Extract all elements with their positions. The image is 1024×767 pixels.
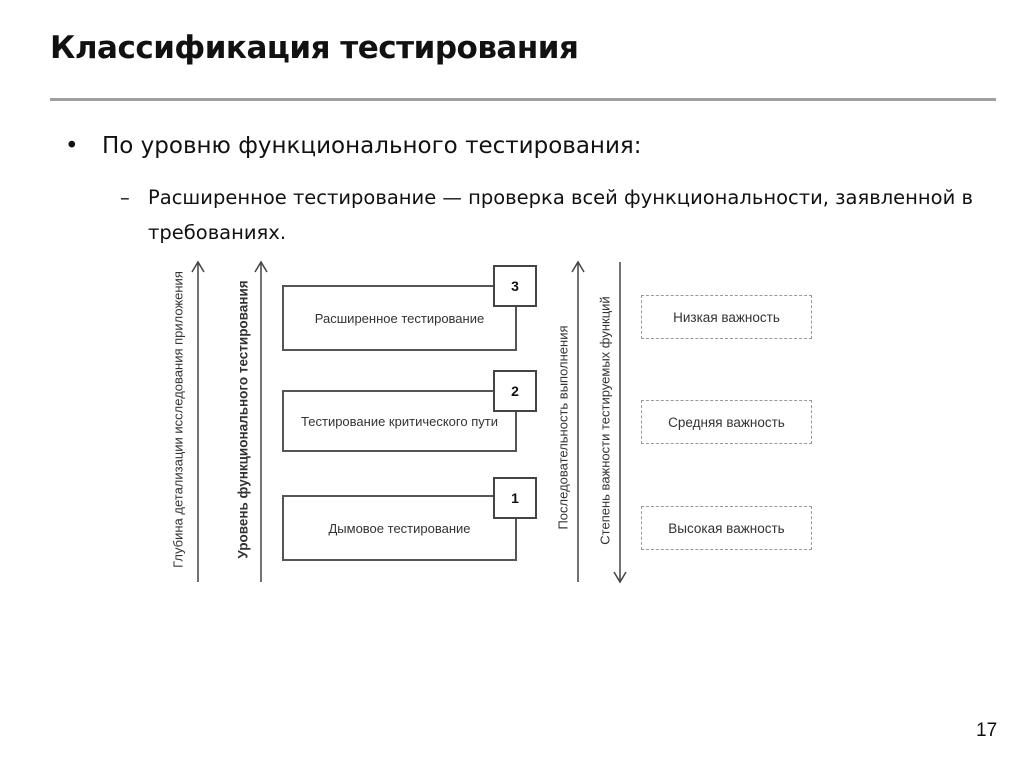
importance-high: Высокая важность bbox=[641, 506, 812, 550]
level-label: Расширенное тестирование bbox=[314, 310, 485, 326]
page-number: 17 bbox=[976, 720, 998, 741]
level-box-smoke: Дымовое тестирование bbox=[282, 495, 517, 561]
dash-icon: – bbox=[120, 186, 130, 209]
bullet-icon: • bbox=[65, 133, 79, 159]
level-number: 2 bbox=[493, 370, 537, 412]
level-box-critical-path: Тестирование критического пути bbox=[282, 390, 517, 452]
importance-axis-label: Степень важности тестируемых функций bbox=[597, 296, 613, 545]
level-axis-label: Уровень функционального тестирования bbox=[235, 280, 251, 559]
level-label: Дымовое тестирование bbox=[328, 520, 471, 536]
bullet-text: По уровню функционального тестирования: bbox=[102, 133, 642, 159]
level-box-extended: Расширенное тестирование bbox=[282, 285, 517, 351]
sequence-axis-label: Последовательность выполнения bbox=[555, 325, 571, 530]
title-divider bbox=[50, 98, 996, 101]
page-title: Классификация тестирования bbox=[50, 30, 579, 66]
importance-low: Низкая важность bbox=[641, 295, 812, 339]
level-number: 1 bbox=[493, 477, 537, 519]
importance-medium: Средняя важность bbox=[641, 400, 812, 444]
level-label: Тестирование критического пути bbox=[301, 413, 498, 429]
sub-bullet-text: Расширенное тестирование — проверка всей… bbox=[148, 186, 973, 244]
level-number: 3 bbox=[493, 265, 537, 307]
depth-axis-label: Глубина детализации исследования приложе… bbox=[170, 271, 186, 568]
